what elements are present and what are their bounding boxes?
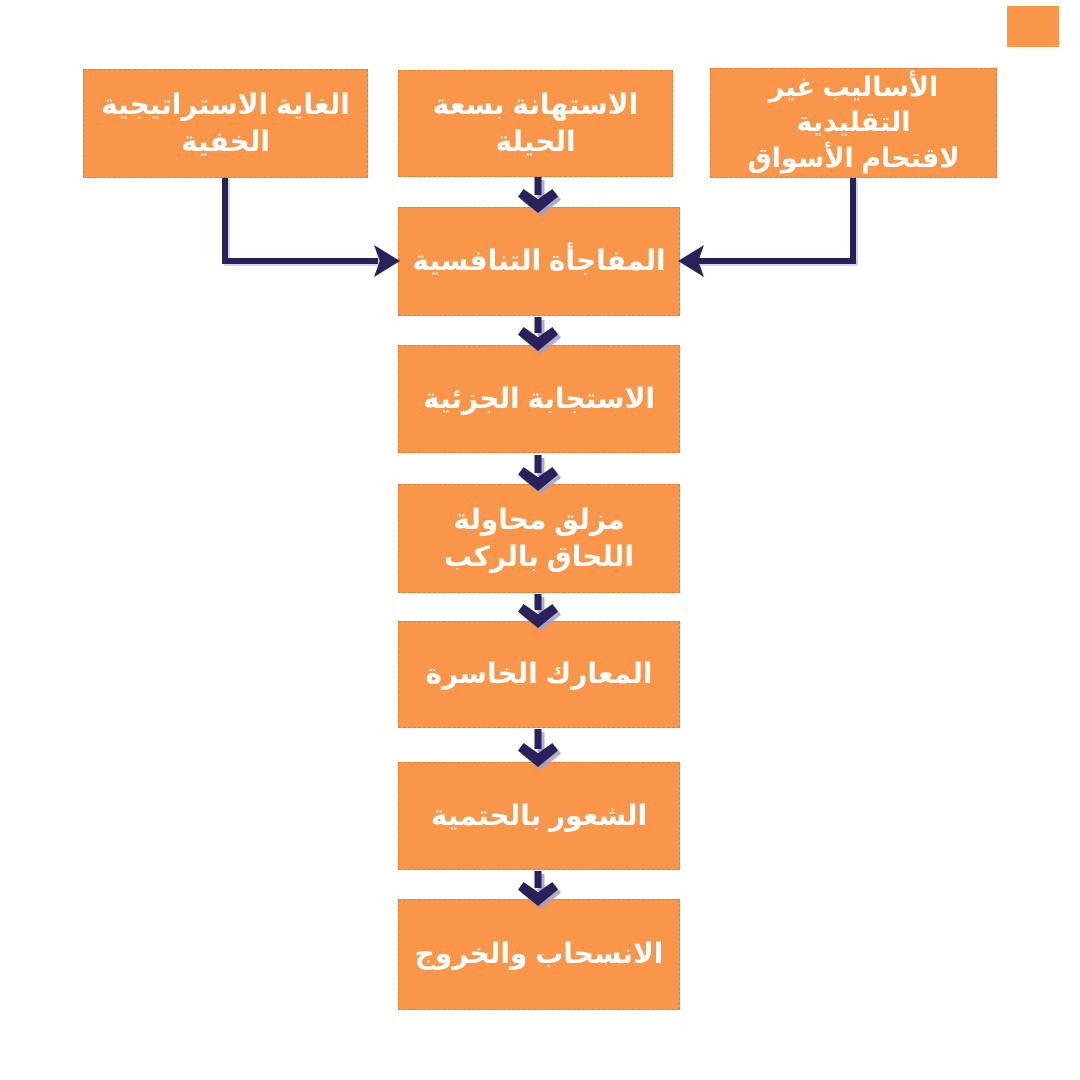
node-hidden-strategic-goal: الغاية الاستراتيجية الخفية: [83, 69, 368, 178]
corner-accent-square: [1007, 6, 1059, 47]
down-arrow-icon: [518, 871, 558, 906]
down-arrow-icon: [518, 177, 558, 213]
node-losing-battles: المعارك الخاسرة: [398, 621, 680, 728]
down-arrow-icon: [518, 317, 558, 351]
arrow-stem: [534, 455, 542, 473]
arrow-stem: [534, 871, 542, 888]
node-catchup-slippery-slope: مزلق محاولة اللحاق بالركب: [398, 484, 680, 593]
elbow-connector-right-horizontal: [698, 258, 856, 264]
node-feeling-of-inevitability: الشعور بالحتمية: [398, 762, 680, 870]
arrow-stem: [534, 594, 542, 610]
arrow-stem: [534, 317, 542, 333]
node-unconventional-market-entry: الأساليب غير التقليدية لاقتحام الأسواق: [710, 68, 997, 178]
node-underestimating-resourcefulness: الاستهانة بسعة الحيلة: [398, 70, 673, 177]
elbow-connector-left-vertical: [222, 177, 228, 262]
node-partial-response: الاستجابة الجزئية: [398, 345, 680, 453]
down-arrow-icon: [518, 594, 558, 628]
elbow-connector-right-vertical: [850, 177, 856, 262]
elbow-connector-left-horizontal: [222, 258, 378, 264]
node-competitive-surprise: المفاجأة التنافسية: [398, 207, 680, 316]
down-arrow-icon: [518, 729, 558, 767]
down-arrow-icon: [518, 455, 558, 491]
arrow-stem: [534, 729, 542, 749]
node-withdrawal-and-exit: الانسحاب والخروج: [398, 899, 680, 1010]
arrow-stem: [534, 177, 542, 195]
